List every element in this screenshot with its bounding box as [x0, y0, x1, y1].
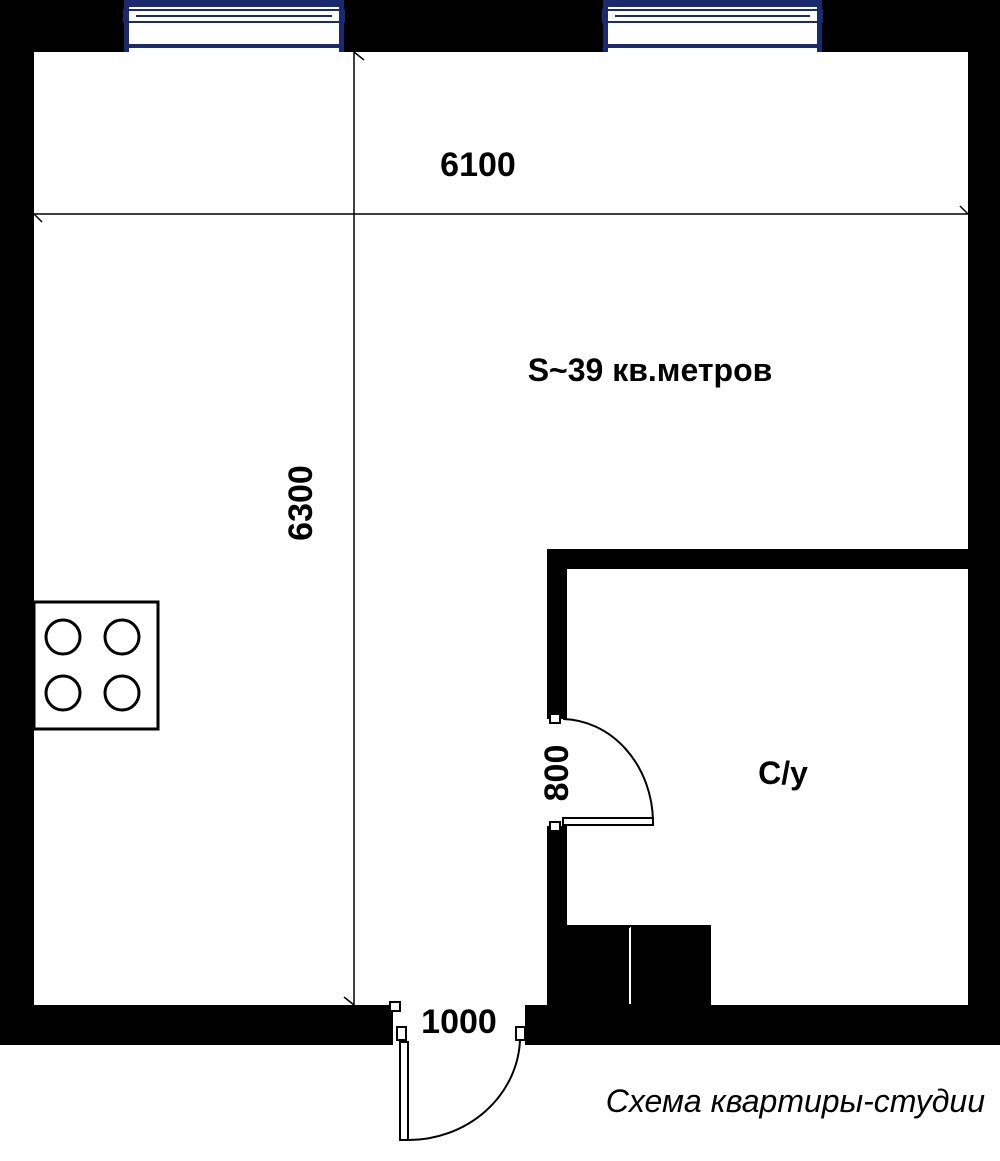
dimension-line-depth — [343, 51, 365, 1006]
depth-dimension-label: 6300 — [282, 465, 320, 541]
window-right — [602, 0, 823, 52]
wall-right — [968, 0, 1000, 1045]
bathroom-fixtures — [566, 925, 711, 1006]
walls — [0, 0, 1000, 1045]
burner-icon — [44, 674, 82, 712]
area-label: S~39 кв.метров — [528, 352, 773, 388]
window-left — [123, 0, 345, 52]
bathroom-label: С/у — [758, 755, 808, 791]
width-dimension-label: 6100 — [440, 146, 516, 184]
entrance-door — [389, 1001, 526, 1141]
dimension-line-width — [33, 205, 969, 223]
wall-bathroom-left-lower — [547, 826, 567, 1006]
bathroom-door-dimension-label: 800 — [538, 745, 576, 802]
burner-icon — [103, 618, 141, 656]
wall-bathroom-left-upper — [547, 549, 567, 719]
wall-bottom-left — [0, 1005, 393, 1045]
burner-icon — [103, 674, 141, 712]
entrance-door-dimension-label: 1000 — [421, 1003, 497, 1041]
fixture-right — [631, 927, 711, 1006]
wall-top-middle — [344, 0, 603, 52]
wall-left — [0, 0, 34, 1045]
plan-caption: Схема квартиры-студии — [606, 1083, 985, 1119]
bathroom-door — [549, 713, 654, 832]
fixture-left — [566, 927, 630, 1006]
burner-icon — [44, 618, 82, 656]
wall-bathroom-top — [547, 549, 968, 569]
stove-body — [32, 600, 160, 731]
stove — [32, 600, 160, 731]
wall-bottom-right — [525, 1005, 1000, 1045]
